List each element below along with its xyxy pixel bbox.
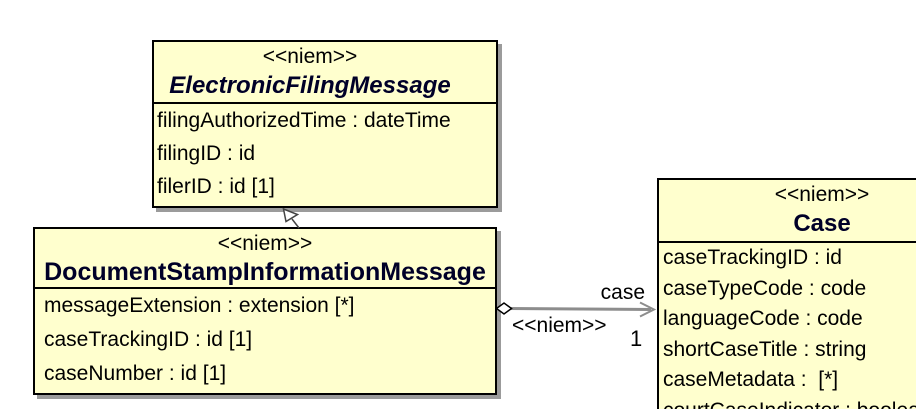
attribute-row: filerID : id [1] xyxy=(157,175,275,198)
association-role-label: case xyxy=(600,281,645,304)
stereotype-label: <<niem>> xyxy=(217,232,313,255)
generalization-triangle-icon xyxy=(282,207,300,223)
class-header: <<niem>> ElectronicFilingMessage xyxy=(154,42,496,104)
attribute-row: shortCaseTitle : string xyxy=(663,337,867,361)
attribute-row: messageExtension : extension [*] xyxy=(44,294,355,317)
class-box-document-stamp-information-message[interactable]: <<niem>> DocumentStampInformationMessage… xyxy=(33,227,497,395)
association-stereotype-label: <<niem>> xyxy=(512,314,607,337)
attribute-row: filingAuthorizedTime : dateTime xyxy=(157,109,451,132)
attribute-row: caseMetadata : [*] xyxy=(663,368,839,391)
attribute-row-partial: courtCaseIndicator : boolean xyxy=(659,396,916,409)
class-header: <<niem>> DocumentStampInformationMessage xyxy=(35,229,495,289)
class-header: <<niem>> Case xyxy=(659,180,916,243)
class-name: Case xyxy=(793,210,851,237)
stereotype-label: <<niem>> xyxy=(774,183,870,206)
class-name: ElectronicFilingMessage xyxy=(169,72,451,99)
attribute-row: filingID : id xyxy=(157,142,256,165)
attribute-row: languageCode : code xyxy=(663,307,863,330)
class-box-case[interactable]: <<niem>> Case caseTrackingID : id caseTy… xyxy=(657,178,916,409)
attribute-row: caseTrackingID : id xyxy=(663,246,842,269)
class-box-electronic-filing-message[interactable]: <<niem>> ElectronicFilingMessage filingA… xyxy=(152,40,498,208)
attribute-row: caseTypeCode : code xyxy=(663,276,867,300)
attribute-row: caseNumber : id [1] xyxy=(44,362,227,385)
association-multiplicity-label: 1 xyxy=(630,326,643,351)
stereotype-label: <<niem>> xyxy=(262,45,358,68)
aggregation-diamond-icon xyxy=(495,302,513,315)
class-name: DocumentStampInformationMessage xyxy=(44,258,486,286)
aggregation-line xyxy=(508,307,652,311)
attribute-row: caseTrackingID : id [1] xyxy=(44,328,253,351)
